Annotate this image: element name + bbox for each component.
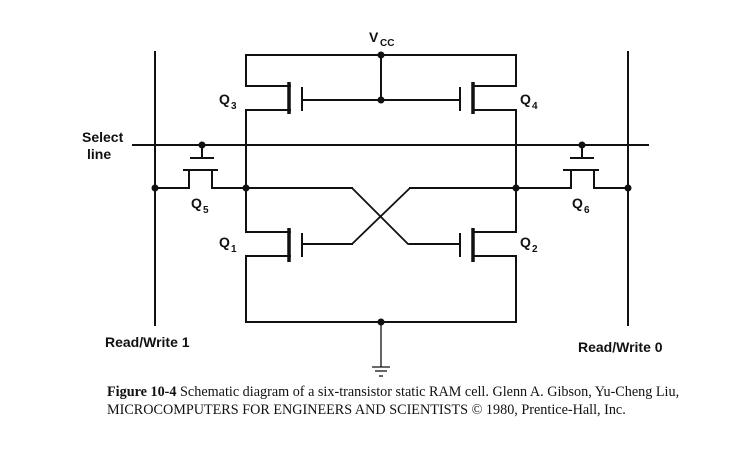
svg-text:CC: CC <box>380 38 394 49</box>
sram-schematic: V CC Q 3 Q 4 Q 5 Q 6 Q 1 Q 2 Select line… <box>82 29 663 377</box>
q6-right-terminal <box>593 169 629 189</box>
q3-label: Q 3 <box>219 91 237 112</box>
svg-text:4: 4 <box>532 101 538 112</box>
q6-label: Q 6 <box>572 195 590 216</box>
svg-text:Q: Q <box>572 195 583 211</box>
svg-text:5: 5 <box>203 205 209 216</box>
select-line-label-2: line <box>87 146 111 162</box>
bitline-left-label: Read/Write 1 <box>105 334 190 350</box>
svg-text:Q: Q <box>520 234 531 250</box>
q1-label: Q 1 <box>219 234 237 255</box>
caption-text: Schematic diagram of a six-transistor st… <box>107 384 680 418</box>
svg-text:3: 3 <box>231 101 237 112</box>
svg-text:Q: Q <box>520 91 531 107</box>
q2-source-wire <box>473 255 517 323</box>
svg-text:6: 6 <box>584 205 590 216</box>
q4-drain-wire <box>473 54 517 87</box>
svg-text:Q: Q <box>219 91 230 107</box>
q2-drain-wire <box>473 187 517 233</box>
q5-right-terminal <box>211 169 247 189</box>
bitline-right-node <box>624 184 632 192</box>
vcc-label: V CC <box>369 29 394 49</box>
cross-couple-right-to-q1 <box>351 187 411 245</box>
q6-left-terminal <box>515 169 572 189</box>
bitline-right-label: Read/Write 0 <box>578 339 663 355</box>
bitline-left-node <box>151 184 159 192</box>
svg-text:V: V <box>369 29 379 45</box>
q5-label: Q 5 <box>191 195 209 216</box>
q4-source-wire <box>473 109 517 189</box>
svg-text:Q: Q <box>191 195 202 211</box>
svg-text:2: 2 <box>532 244 538 255</box>
svg-text:1: 1 <box>231 244 237 255</box>
q1-source-wire <box>245 255 291 323</box>
select-line-label-1: Select <box>82 129 124 145</box>
q2-label: Q 2 <box>520 234 538 255</box>
ground-icon <box>372 366 390 377</box>
figure-number: Figure 10-4 <box>107 384 177 400</box>
svg-text:Q: Q <box>219 234 230 250</box>
q5-left-terminal <box>154 169 190 189</box>
q3-source-wire <box>245 109 291 189</box>
q4-label: Q 4 <box>520 91 538 112</box>
q3-drain-wire <box>245 54 291 87</box>
q1-drain-wire <box>245 187 291 233</box>
figure-caption: Figure 10-4 Schematic diagram of a six-t… <box>107 383 707 419</box>
